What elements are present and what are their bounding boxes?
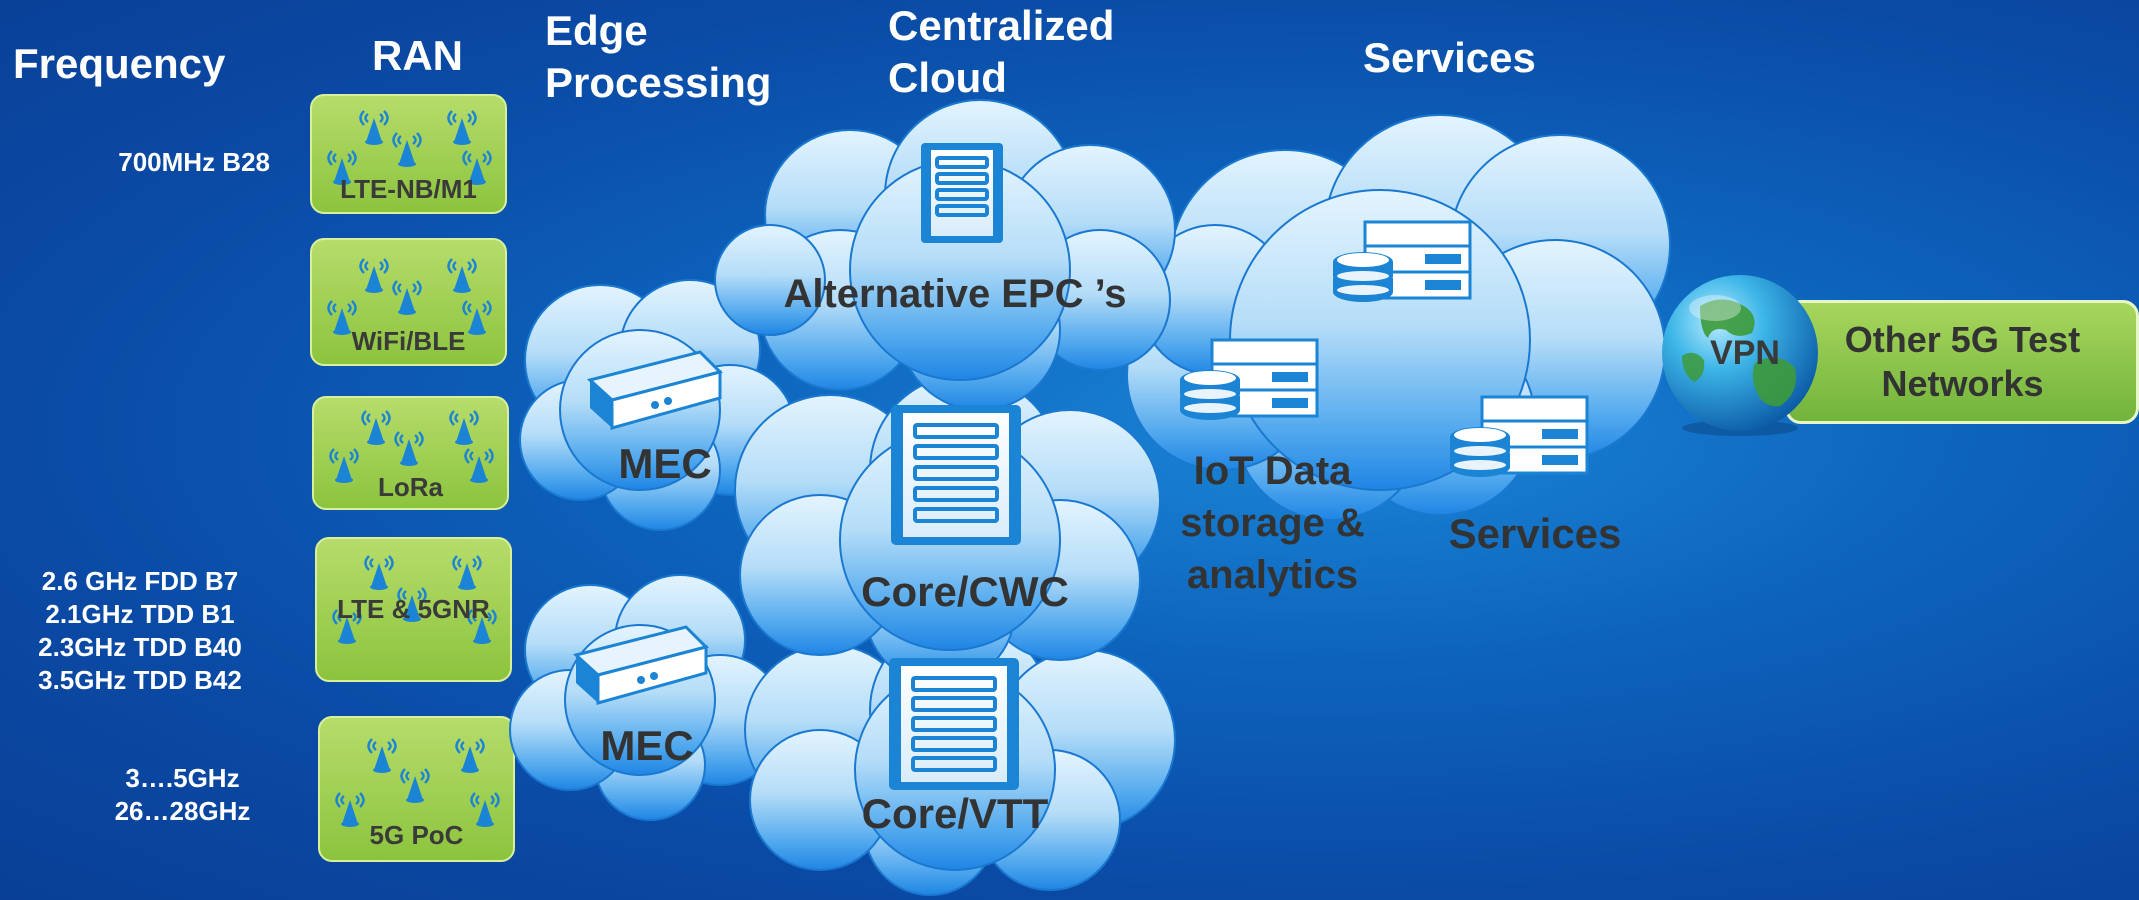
header-services: Services (1363, 34, 1536, 81)
alt-epc-cloud (714, 99, 1176, 411)
freq-line: 2.1GHz TDD B1 (45, 599, 235, 629)
server-icon (891, 405, 1021, 545)
alt-epc-label: Alternative EPC ’s (783, 272, 1127, 316)
header-frequency: Frequency (13, 40, 226, 87)
core-vtt-label: Core/VTT (861, 790, 1049, 837)
freq-line: 700MHz B28 (118, 147, 270, 177)
ran-box-wifi-ble: WiFi/BLE (310, 238, 507, 366)
freq-line: 26…28GHz (114, 796, 251, 826)
ran-label: LTE & 5GNR (337, 594, 490, 624)
freq-line: 3….5GHz (125, 763, 240, 793)
ran-label: LTE-NB/M1 (340, 174, 477, 204)
server-icon (889, 658, 1019, 790)
ran-box-lte-nb: LTE-NB/M1 (310, 94, 507, 214)
iot-line: analytics (1186, 553, 1359, 597)
mec-cloud-bottom (509, 574, 786, 821)
header-edge-processing: Edge Processing (545, 5, 771, 109)
header-edge-line1: Edge (545, 7, 648, 54)
ran-box-lte-5gnr: LTE & 5GNR (315, 537, 512, 682)
services-label: Services (1448, 510, 1622, 557)
iot-line: IoT Data (1193, 449, 1352, 493)
core-cwc-label: Core/CWC (861, 568, 1069, 615)
mec-box-icon (572, 625, 709, 705)
ran-box-lora: LoRa (312, 396, 509, 510)
ran-label: LoRa (378, 472, 443, 502)
ran-label: 5G PoC (369, 820, 464, 850)
mec-label-top: MEC (618, 440, 712, 487)
mec-box-icon (586, 350, 723, 430)
test-net-line: Networks (1881, 363, 2044, 404)
server-icon (921, 143, 1003, 243)
freq-lte-5gnr: 2.6 GHz FDD B7 2.1GHz TDD B1 2.3GHz TDD … (20, 565, 260, 697)
header-central-line2: Cloud (888, 54, 1007, 101)
database-server-icon (1333, 220, 1472, 302)
freq-line: 2.6 GHz FDD B7 (41, 566, 239, 596)
vpn-label: VPN (1710, 334, 1780, 372)
database-server-icon (1450, 395, 1589, 477)
header-ran: RAN (372, 32, 463, 79)
header-edge-line2: Processing (545, 59, 772, 106)
ran-label: WiFi/BLE (351, 326, 466, 356)
freq-lte-nb: 700MHz B28 (60, 146, 270, 179)
iot-storage-label: IoT Data storage & analytics (1165, 445, 1380, 601)
iot-line: storage & (1180, 501, 1365, 545)
other-5g-test-networks-label: Other 5G Test Networks (1810, 318, 2115, 406)
header-central-line1: Centralized (888, 2, 1115, 49)
freq-line: 3.5GHz TDD B42 (38, 665, 242, 695)
ran-box-5g-poc: 5G PoC (318, 716, 515, 862)
other-5g-test-networks-box (1785, 300, 2139, 424)
database-server-icon (1180, 338, 1319, 420)
header-centralized-cloud: Centralized Cloud (888, 0, 1114, 104)
globe-icon (1662, 275, 1818, 436)
freq-line: 2.3GHz TDD B40 (38, 632, 242, 662)
core-cwc-cloud (734, 374, 1161, 686)
test-net-line: Other 5G Test (1844, 319, 2081, 360)
mec-label-bottom: MEC (600, 722, 694, 769)
freq-5g-poc: 3….5GHz 26…28GHz (100, 762, 265, 828)
